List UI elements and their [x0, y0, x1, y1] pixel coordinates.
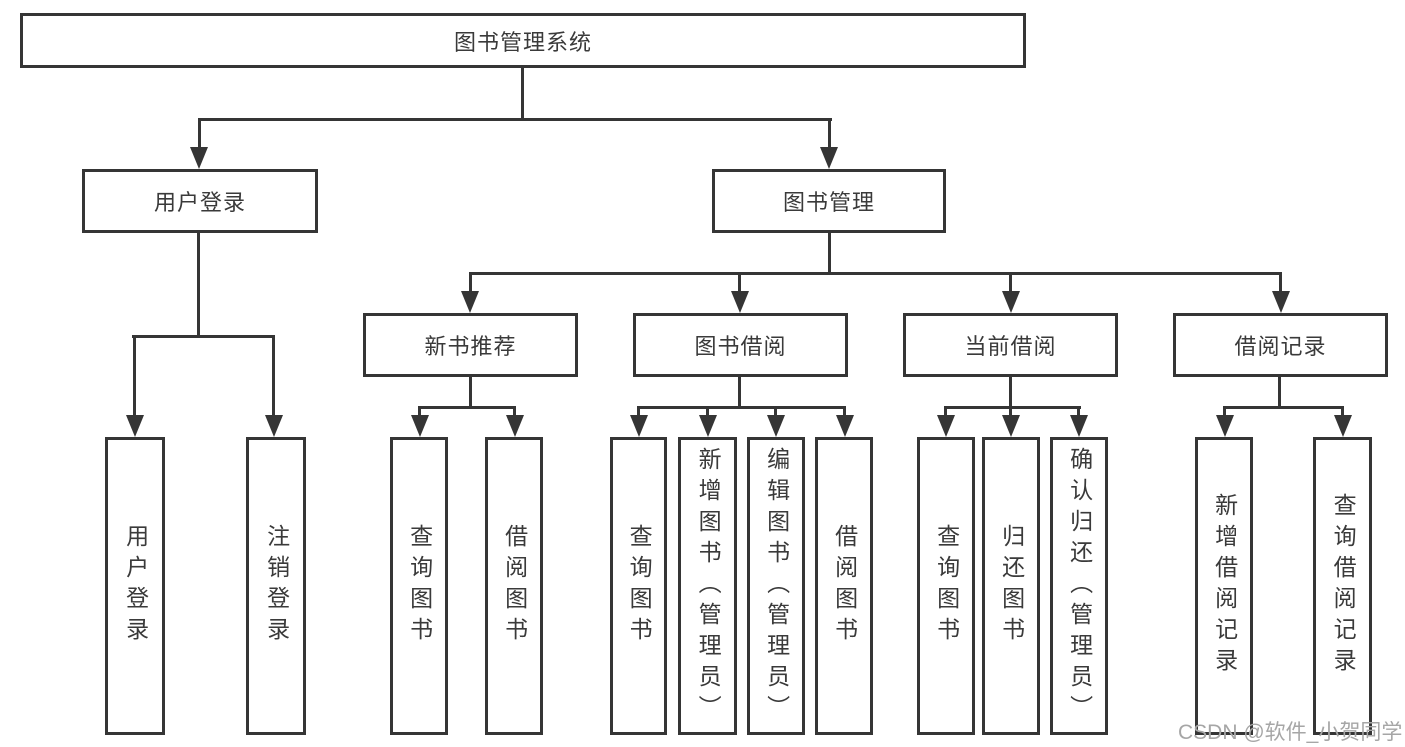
arrowhead-down-icon [1334, 415, 1352, 437]
node-leaf-borrowing-query-books-label: 查询图书 [626, 524, 653, 648]
node-leaf-user-login-label: 用户登录 [122, 524, 149, 648]
node-leaf-current-return-books-label: 归还图书 [998, 524, 1025, 648]
connector-vline [513, 406, 516, 418]
arrowhead-down-icon [630, 415, 648, 437]
node-root-label: 图书管理系统 [453, 29, 592, 55]
arrowhead-down-icon [461, 291, 479, 313]
node-book-borrowing: 图书借阅 [633, 313, 848, 377]
connector-vline [469, 375, 472, 409]
node-book-borrowing-label: 图书借阅 [694, 334, 787, 359]
node-leaf-records-add-record: 新增借阅记录 [1195, 437, 1253, 735]
node-borrowing-records-label: 借阅记录 [1234, 334, 1327, 359]
node-leaf-current-query-books-label: 查询图书 [933, 524, 960, 648]
connector-vline [521, 66, 524, 121]
node-leaf-current-confirm-return-admin-label: 确认归还（管理员） [1066, 446, 1093, 726]
connector-vline [738, 272, 741, 294]
connector-vline [418, 406, 421, 418]
connector-vline [828, 118, 831, 150]
node-leaf-records-query-record-label: 查询借阅记录 [1330, 493, 1357, 679]
arrowhead-down-icon [506, 415, 524, 437]
connector-vline [1009, 406, 1012, 418]
node-leaf-current-confirm-return-admin: 确认归还（管理员） [1050, 437, 1108, 735]
arrowhead-down-icon [731, 291, 749, 313]
arrowhead-down-icon [1002, 291, 1020, 313]
connector-hline [198, 118, 832, 121]
arrowhead-down-icon [699, 415, 717, 437]
connector-vline [272, 335, 275, 417]
connector-vline [133, 335, 136, 417]
node-leaf-borrowing-query-books: 查询图书 [610, 437, 667, 735]
connector-hline [944, 406, 1081, 409]
node-current-borrowing: 当前借阅 [903, 313, 1118, 377]
connector-vline [1009, 375, 1012, 409]
node-leaf-user-login: 用户登录 [105, 437, 165, 735]
node-leaf-recommend-borrow-books-label: 借阅图书 [501, 524, 528, 648]
arrowhead-down-icon [265, 415, 283, 437]
connector-vline [1278, 375, 1281, 409]
node-root: 图书管理系统 [20, 13, 1026, 68]
node-leaf-borrowing-add-books-admin-label: 新增图书（管理员） [695, 446, 722, 726]
node-leaf-borrowing-edit-books-admin-label: 编辑图书（管理员） [763, 446, 790, 726]
connector-vline [1341, 406, 1344, 418]
connector-vline [944, 406, 947, 418]
node-leaf-recommend-query-books: 查询图书 [390, 437, 448, 735]
connector-vline [774, 406, 777, 418]
arrowhead-down-icon [411, 415, 429, 437]
node-new-book-recommend: 新书推荐 [363, 313, 578, 377]
connector-vline [738, 375, 741, 409]
connector-vline [828, 231, 831, 275]
node-leaf-recommend-borrow-books: 借阅图书 [485, 437, 543, 735]
node-new-book-recommend-label: 新书推荐 [424, 334, 517, 359]
node-leaf-current-query-books: 查询图书 [917, 437, 975, 735]
csdn-watermark: CSDN @软件_小贺同学 [1178, 721, 1403, 744]
node-leaf-logout: 注销登录 [246, 437, 306, 735]
arrowhead-down-icon [1070, 415, 1088, 437]
arrowhead-down-icon [820, 147, 838, 169]
arrowhead-down-icon [1216, 415, 1234, 437]
connector-vline [198, 118, 201, 150]
arrowhead-down-icon [126, 415, 144, 437]
connector-vline [1279, 272, 1282, 294]
arrowhead-down-icon [836, 415, 854, 437]
node-leaf-current-return-books: 归还图书 [982, 437, 1040, 735]
node-borrowing-records: 借阅记录 [1173, 313, 1388, 377]
arrowhead-down-icon [1272, 291, 1290, 313]
node-leaf-records-add-record-label: 新增借阅记录 [1211, 493, 1238, 679]
connector-vline [1077, 406, 1080, 418]
node-leaf-borrowing-borrow-books-label: 借阅图书 [831, 524, 858, 648]
node-leaf-records-query-record: 查询借阅记录 [1313, 437, 1372, 735]
connector-hline [637, 406, 846, 409]
connector-vline [706, 406, 709, 418]
node-leaf-borrowing-edit-books-admin: 编辑图书（管理员） [747, 437, 805, 735]
node-user-login: 用户登录 [82, 169, 318, 233]
connector-vline [197, 231, 200, 337]
connector-hline [418, 406, 516, 409]
connector-vline [637, 406, 640, 418]
connector-hline [1223, 406, 1344, 409]
arrowhead-down-icon [1002, 415, 1020, 437]
connector-vline [1223, 406, 1226, 418]
connector-vline [1009, 272, 1012, 294]
node-leaf-logout-label: 注销登录 [263, 524, 290, 648]
arrowhead-down-icon [767, 415, 785, 437]
connector-hline [469, 272, 1282, 275]
arrowhead-down-icon [190, 147, 208, 169]
arrowhead-down-icon [937, 415, 955, 437]
node-leaf-borrowing-add-books-admin: 新增图书（管理员） [678, 437, 737, 735]
node-current-borrowing-label: 当前借阅 [964, 334, 1057, 359]
node-leaf-borrowing-borrow-books: 借阅图书 [815, 437, 873, 735]
node-leaf-recommend-query-books-label: 查询图书 [406, 524, 433, 648]
node-user-login-label: 用户登录 [153, 190, 246, 215]
connector-vline [469, 272, 472, 294]
connector-hline [132, 335, 274, 338]
node-book-management: 图书管理 [712, 169, 946, 233]
node-book-management-label: 图书管理 [782, 190, 875, 215]
connector-vline [843, 406, 846, 418]
